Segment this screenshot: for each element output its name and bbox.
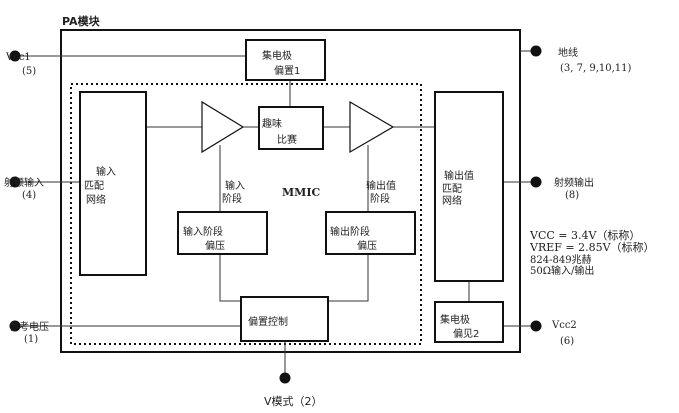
ground-pin-dot: [530, 45, 542, 57]
vmode-label: V模式（2）: [264, 395, 323, 408]
output-amplifier-triangle: [349, 100, 395, 154]
spec-list: VCC = 3.4V（标称） VREF = 2.85V（标称） 824-849兆…: [529, 228, 655, 277]
spec-vcc: VCC = 3.4V（标称）: [529, 228, 640, 242]
input-stage-bias-block: 输入阶段 偏压: [177, 211, 268, 255]
rf-in-label: 射频输入: [4, 176, 44, 189]
input-amplifier-triangle: [201, 100, 245, 154]
vcc2-pin-number: (6): [560, 336, 574, 347]
rf-in-pin-dot: [9, 176, 21, 188]
spec-vref: VREF = 2.85V（标称）: [529, 240, 655, 254]
output-match-line1: 输出值: [444, 169, 474, 182]
vref-pin-number: (1): [24, 334, 38, 345]
module-title: PA模块: [62, 14, 101, 28]
ground-pin-numbers: (3, 7, 9,10,11): [560, 63, 632, 74]
input-stage-bias-line1: 输入阶段: [183, 225, 223, 238]
output-stage-bias-line2: 偏压: [357, 239, 377, 252]
input-match-block: 输入 匹配 网络: [79, 91, 147, 276]
spec-frequency: 824-849兆赫: [530, 254, 592, 266]
collector-bias-1-block: 集电极 偏置1: [245, 39, 326, 81]
bias-control-label: 偏置控制: [248, 315, 288, 328]
vmode-pin-dot: [279, 372, 291, 384]
interstage-block: 趣味 比赛: [258, 106, 324, 150]
vcc1-pin-dot: [9, 50, 21, 62]
rf-out-label: 射频输出: [554, 176, 594, 189]
vcc2-pin-dot: [530, 320, 542, 332]
vref-label: 参考电压: [9, 320, 49, 333]
vcc1-label: Vcc1: [5, 52, 31, 63]
bias-control-block: 偏置控制: [240, 296, 329, 342]
collector-bias-2-line1: 集电极: [440, 313, 470, 326]
output-stage-bias-block: 输出阶段 偏压: [325, 211, 416, 255]
input-match-line3: 网络: [86, 193, 106, 206]
output-match-line2: 匹配: [442, 183, 462, 195]
output-stage-line1: 输出值: [366, 179, 396, 192]
output-stage-line2: 阶段: [370, 192, 390, 205]
mmic-label: MMIC: [282, 186, 320, 199]
mmic-region: [70, 83, 422, 345]
input-stage-line2: 阶段: [222, 192, 242, 205]
input-match-line2: 匹配: [84, 180, 104, 192]
collector-bias-2-line2: 偏见2: [453, 327, 479, 340]
rf-out-pin-number: (8): [565, 190, 579, 201]
spec-impedance: 50Ω输入/输出: [530, 264, 594, 277]
vcc2-label: Vcc2: [551, 320, 577, 331]
input-stage-bias-line2: 偏压: [205, 239, 225, 252]
input-stage-line1: 输入: [225, 179, 245, 192]
rf-out-pin-dot: [530, 176, 542, 188]
collector-bias-2-block: 集电极 偏见2: [434, 301, 504, 343]
wiring: [15, 50, 536, 378]
output-match-line3: 网络: [442, 194, 462, 207]
input-match-line1: 输入: [96, 165, 116, 178]
interstage-line2: 比赛: [277, 133, 297, 146]
vref-pin-dot: [9, 320, 21, 332]
collector-bias-1-line1: 集电极: [262, 49, 292, 62]
rf-in-pin-number: (4): [22, 190, 36, 201]
interstage-line1: 趣味: [262, 117, 282, 130]
ground-label: 地线: [558, 46, 578, 59]
output-match-block: 输出值 匹配 网络: [434, 91, 504, 282]
collector-bias-1-line2: 偏置1: [274, 64, 300, 77]
output-stage-bias-line1: 输出阶段: [330, 225, 370, 238]
vcc1-pin-number: (5): [22, 66, 36, 77]
